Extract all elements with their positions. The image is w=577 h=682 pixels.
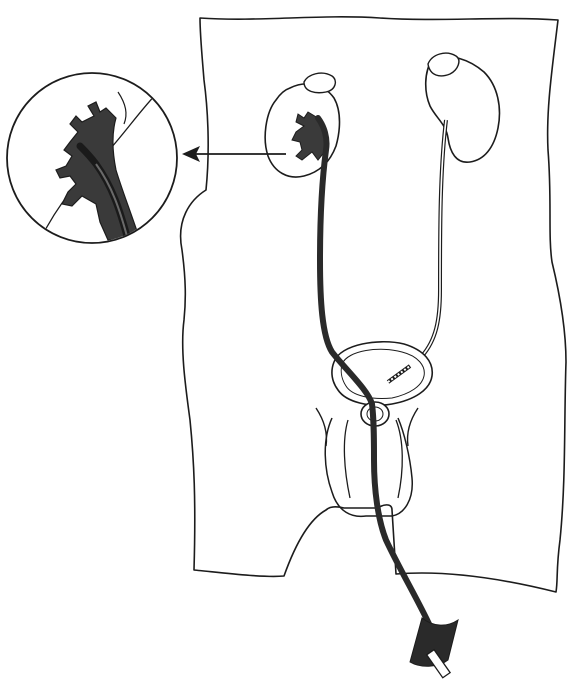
- penis-outline: [344, 420, 350, 498]
- left-groin-contour: [316, 408, 327, 446]
- right-kidney: [426, 53, 500, 162]
- torso-outline: [181, 17, 566, 592]
- scope-handle: [410, 618, 458, 678]
- penis-outline-right: [396, 420, 402, 498]
- kidney-magnifier: [7, 73, 177, 243]
- left-kidney: [265, 73, 339, 177]
- right-ureter-inner: [422, 120, 446, 356]
- right-groin-contour: [407, 408, 418, 446]
